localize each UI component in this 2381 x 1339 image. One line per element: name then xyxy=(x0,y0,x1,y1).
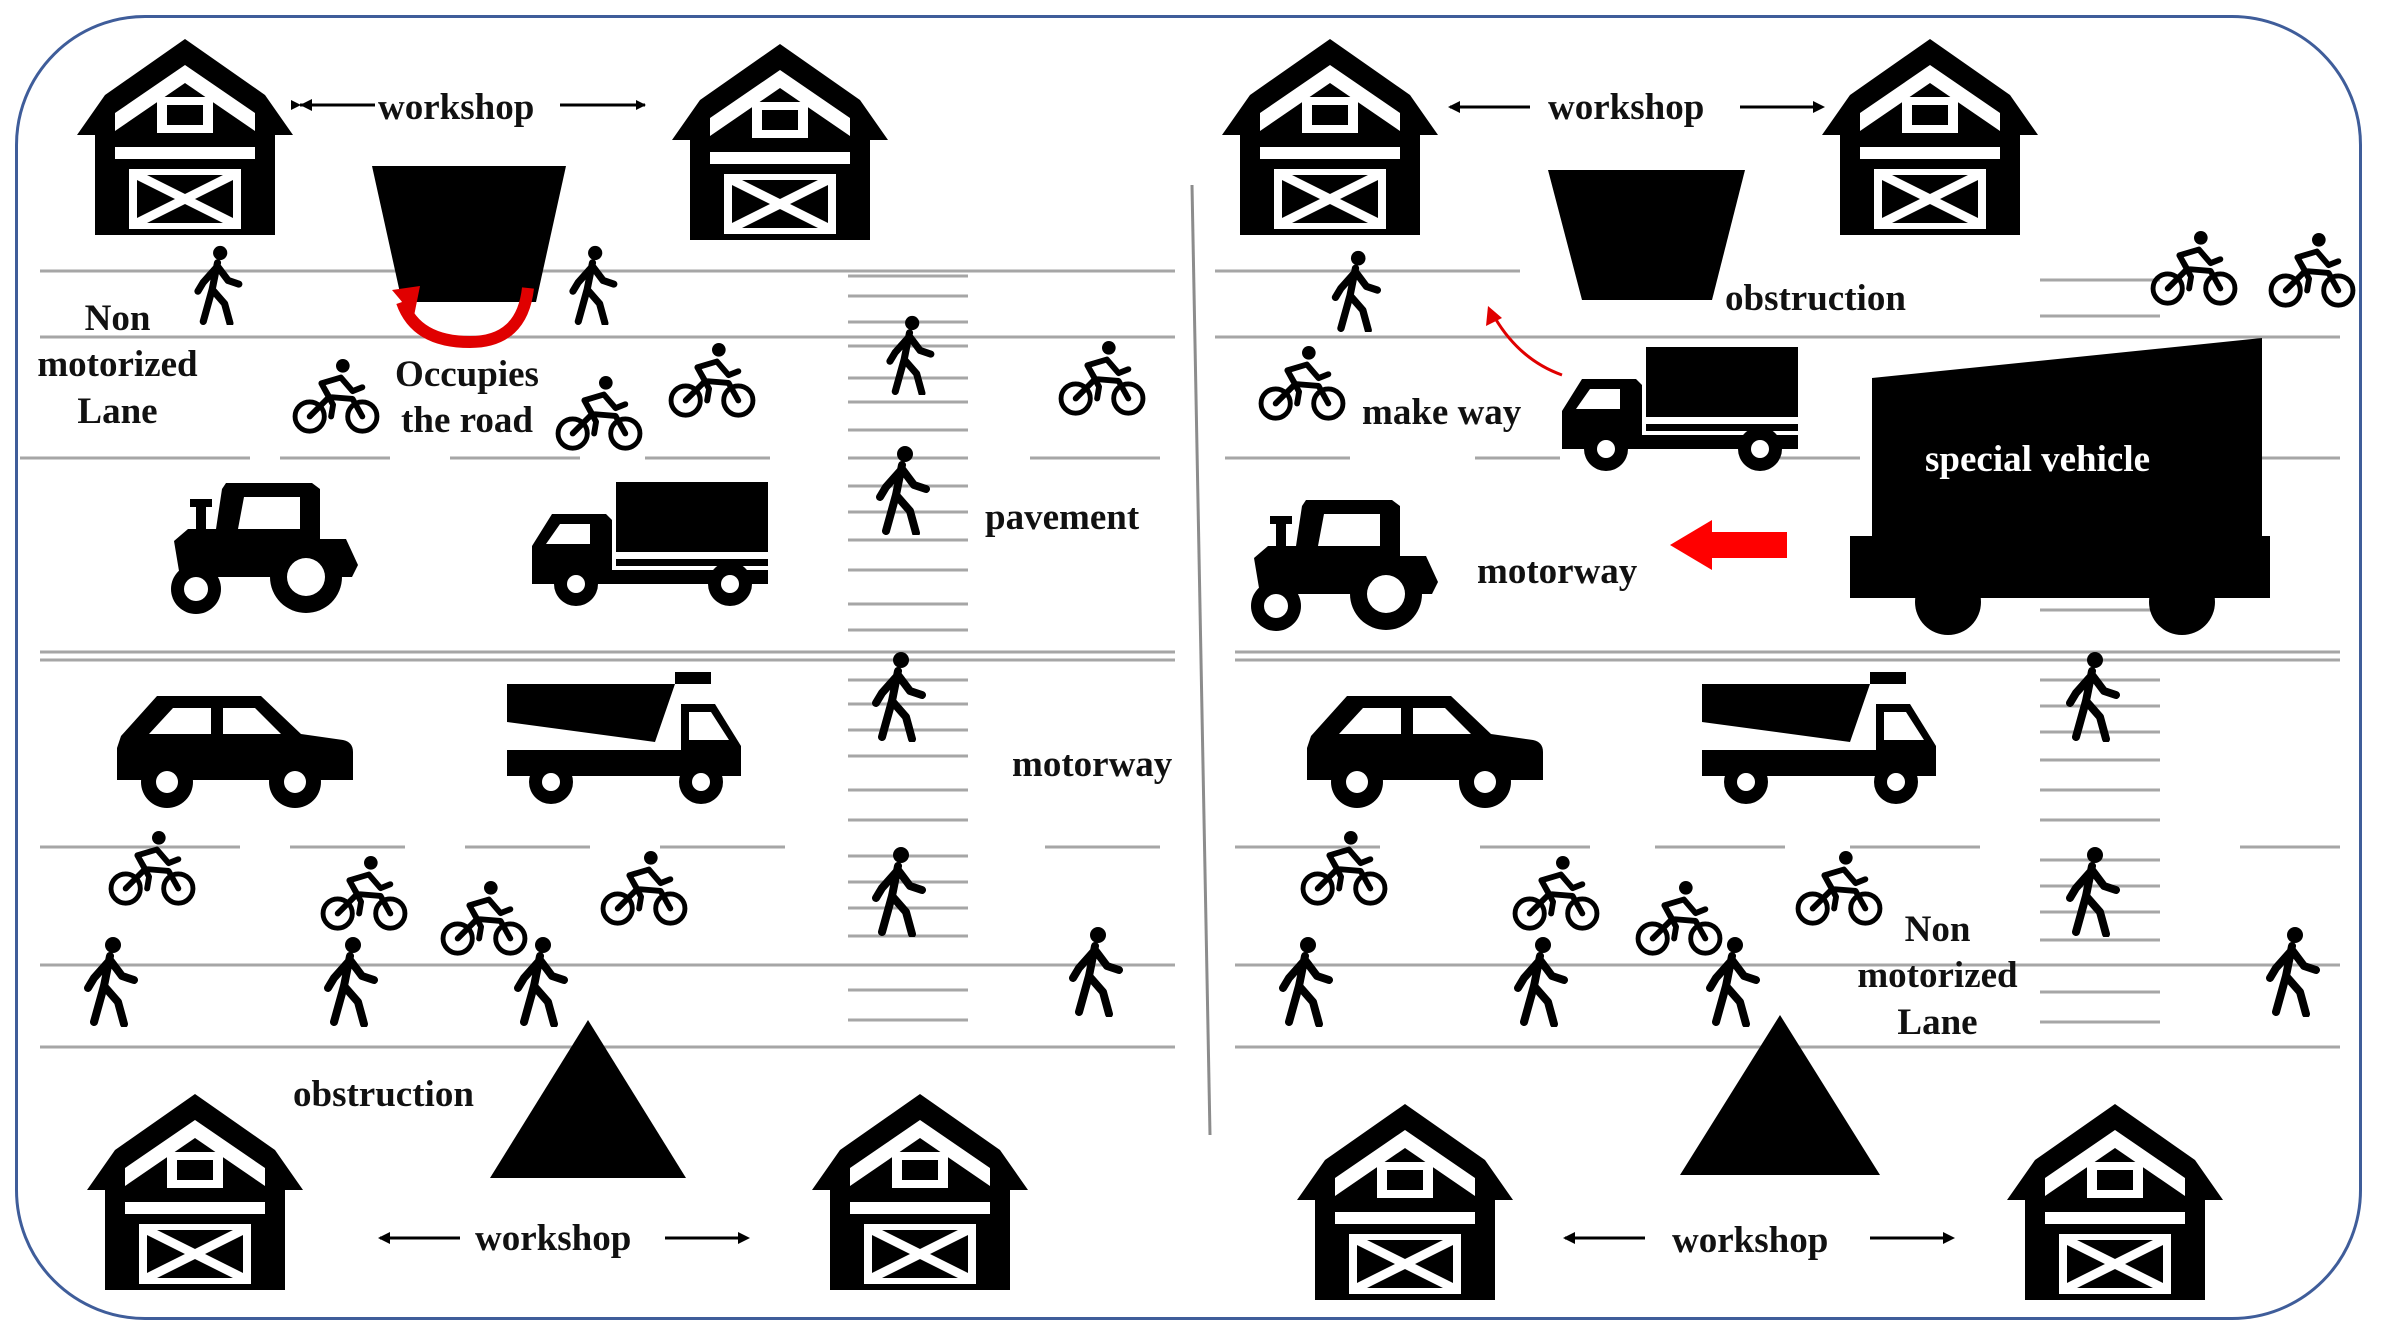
barn-icon xyxy=(812,1094,1028,1290)
make-way-label: make way xyxy=(1362,392,1522,433)
occupies-the-road-label: Occupies the road xyxy=(395,354,539,442)
right-non-motorized-lane-label: Non motorized Lane xyxy=(1857,909,2018,1043)
barn-icon xyxy=(1822,39,2038,235)
pedestrian-icon xyxy=(876,847,922,934)
dump-truck-icon xyxy=(507,672,741,804)
road-lines-left xyxy=(20,269,1175,1049)
barn-icon xyxy=(1222,39,1438,235)
trapezoid-obstruction-icon xyxy=(372,166,566,302)
cyclist-icon xyxy=(323,856,405,928)
right-obstruction-label: obstruction xyxy=(1725,278,1906,319)
left-motorway-label: motorway xyxy=(1012,744,1173,785)
pedestrian-icon xyxy=(1335,251,1377,330)
cyclist-icon xyxy=(1261,346,1343,418)
right-workshop-bottom-label: workshop xyxy=(1672,1220,1829,1261)
special-vehicle-label: special vehicle xyxy=(1925,439,2151,480)
car-icon xyxy=(1307,696,1543,808)
left-workshop-bottom-label: workshop xyxy=(475,1218,632,1259)
pedestrian-icon xyxy=(890,316,931,393)
cyclist-icon xyxy=(111,831,193,903)
pedestrian-icon xyxy=(88,937,134,1024)
box-truck-icon xyxy=(1562,347,1798,471)
car-icon xyxy=(117,696,353,808)
cyclist-icon xyxy=(603,851,685,923)
motorway-red-arrow xyxy=(1705,532,1787,558)
triangle-obstruction-icon xyxy=(1680,1015,1880,1175)
left-workshop-top-label: workshop xyxy=(378,87,535,128)
barn-icon xyxy=(2007,1104,2223,1300)
pedestrian-icon xyxy=(1518,937,1564,1024)
dump-truck-icon xyxy=(1702,672,1936,804)
left-obstruction-label: obstruction xyxy=(293,1074,474,1115)
pedestrian-icon xyxy=(328,937,374,1024)
cyclist-icon xyxy=(558,376,640,448)
right-workshop-top-label: workshop xyxy=(1548,87,1705,128)
pedestrian-icon xyxy=(1073,927,1119,1014)
cyclist-icon xyxy=(2271,233,2353,305)
box-truck-icon xyxy=(532,482,768,606)
trapezoid-obstruction-icon xyxy=(1548,170,1745,300)
make-way-red-arrow xyxy=(1493,317,1563,377)
panel-divider xyxy=(1190,184,1212,1136)
pedestrian-icon xyxy=(2070,652,2116,739)
right-panel xyxy=(1215,39,2353,1300)
pavement-label: pavement xyxy=(985,497,1140,538)
barn-icon xyxy=(672,44,888,240)
road-lines-right xyxy=(1215,269,2340,1049)
cyclist-icon xyxy=(671,343,753,415)
special-vehicle-icon xyxy=(1850,338,2270,635)
pedestrian-icon xyxy=(573,246,614,323)
triangle-obstruction-icon xyxy=(490,1020,686,1178)
cyclist-icon xyxy=(1638,881,1720,953)
pedestrian-icon xyxy=(2270,927,2316,1014)
cyclist-icon xyxy=(295,359,377,431)
barn-icon xyxy=(1297,1104,1513,1300)
occupy-red-arrow xyxy=(396,287,534,349)
barn-icon xyxy=(77,39,293,235)
left-panel xyxy=(20,39,1175,1290)
right-motorway-label: motorway xyxy=(1477,551,1638,592)
cyclist-icon xyxy=(1061,341,1143,413)
pedestrian-icon xyxy=(876,652,922,739)
cyclist-icon xyxy=(1515,856,1597,928)
pedestrian-icon xyxy=(518,937,564,1024)
barn-icon xyxy=(87,1094,303,1290)
cyclist-icon xyxy=(1303,831,1385,903)
pedestrian-icon xyxy=(1283,937,1329,1024)
cyclist-icon xyxy=(2153,231,2235,303)
tractor-icon xyxy=(171,483,358,614)
tractor-icon xyxy=(1251,500,1438,631)
cyclist-icon xyxy=(443,881,525,953)
left-non-motorized-lane-label: Non motorized Lane xyxy=(37,298,198,432)
